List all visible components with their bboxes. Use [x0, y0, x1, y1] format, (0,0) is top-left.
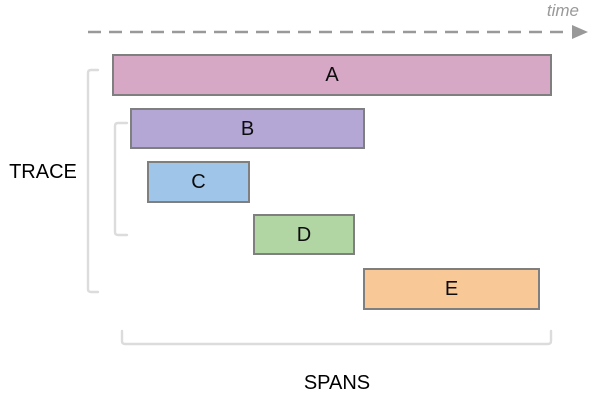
- time-axis-label: time: [546, 1, 579, 20]
- span-bar-d: D: [253, 214, 355, 255]
- span-bar-c: C: [147, 161, 250, 203]
- trace-label: TRACE: [9, 161, 77, 183]
- span-bar-b: B: [130, 108, 365, 149]
- span-label: E: [444, 278, 459, 300]
- spans-label: SPANS: [303, 372, 371, 394]
- spans-bracket: [120, 329, 553, 346]
- arrowhead-icon: [572, 25, 588, 39]
- span-label: A: [325, 64, 339, 86]
- span-label: D: [296, 223, 312, 246]
- span-label: C: [191, 171, 206, 193]
- time-axis-arrow: [88, 25, 588, 39]
- span-bar-e: E: [363, 268, 540, 310]
- span-bar-a: A: [112, 54, 552, 96]
- span-label: B: [240, 117, 255, 140]
- trace-bracket: [86, 68, 100, 294]
- child-spans-bracket: [113, 121, 129, 237]
